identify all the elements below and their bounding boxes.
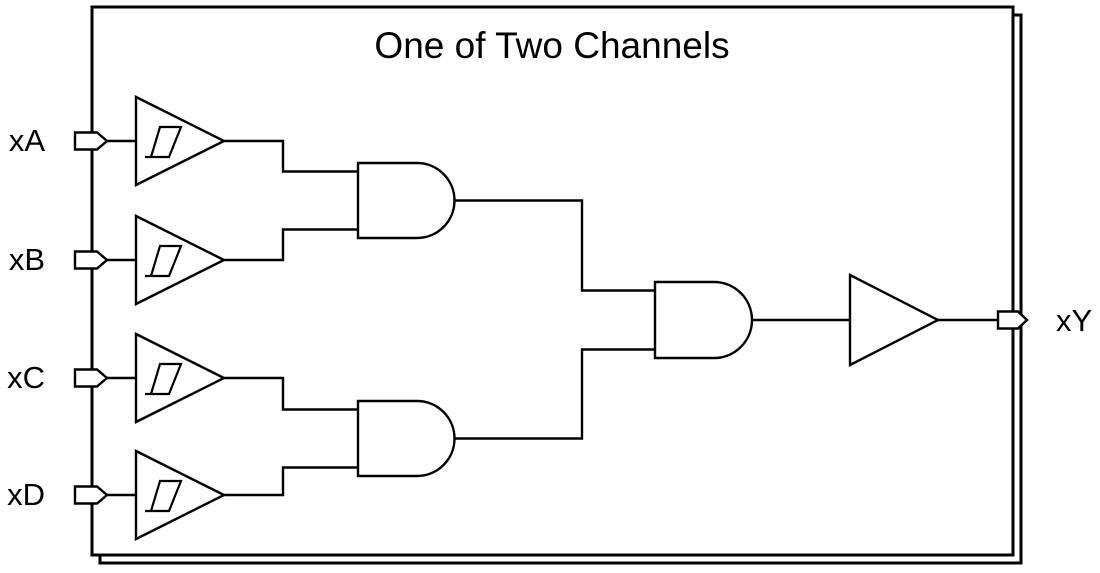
- buffer-triangle: [134, 214, 227, 306]
- wire-bufB-to-and1: [224, 228, 358, 262]
- and-gate-3: [653, 280, 754, 360]
- buffer-triangle: [134, 95, 227, 187]
- schmitt-buffer-A: [134, 95, 227, 187]
- input-label-xB: xB: [9, 242, 45, 277]
- wire-bufA-to-and1: [224, 139, 358, 173]
- hysteresis-icon: [145, 244, 183, 278]
- output-label-xY: xY: [1056, 303, 1092, 338]
- channel-box: [90, 5, 1015, 557]
- buffer-triangle: [134, 449, 227, 541]
- diagram-title: One of Two Channels: [374, 25, 729, 66]
- schmitt-buffer-D: [134, 449, 227, 541]
- and-gate-2: [356, 399, 456, 478]
- hysteresis-icon: [145, 362, 183, 396]
- schmitt-buffer-C: [134, 332, 227, 424]
- output-buffer-triangle: [848, 273, 941, 367]
- input-pin-xD: [73, 485, 109, 505]
- hysteresis-icon: [145, 125, 183, 159]
- input-pin-xC: [73, 368, 109, 388]
- input-pin-xA: [73, 131, 109, 151]
- and-gate-1: [356, 161, 456, 240]
- hysteresis-icon: [145, 479, 183, 513]
- wires: [107, 139, 1002, 497]
- input-label-xA: xA: [9, 123, 46, 158]
- input-label-xD: xD: [7, 477, 45, 512]
- input-pin-xB: [73, 250, 109, 270]
- wire-and1-to-and3: [454, 199, 655, 292]
- input-label-xC: xC: [7, 360, 45, 395]
- schmitt-buffer-B: [134, 214, 227, 306]
- wire-bufC-to-and2: [224, 376, 358, 411]
- output-pin-xY: [996, 310, 1029, 330]
- wire-and2-to-and3: [454, 348, 655, 440]
- buffer-triangle: [134, 332, 227, 424]
- wire-bufD-to-and2: [224, 466, 358, 497]
